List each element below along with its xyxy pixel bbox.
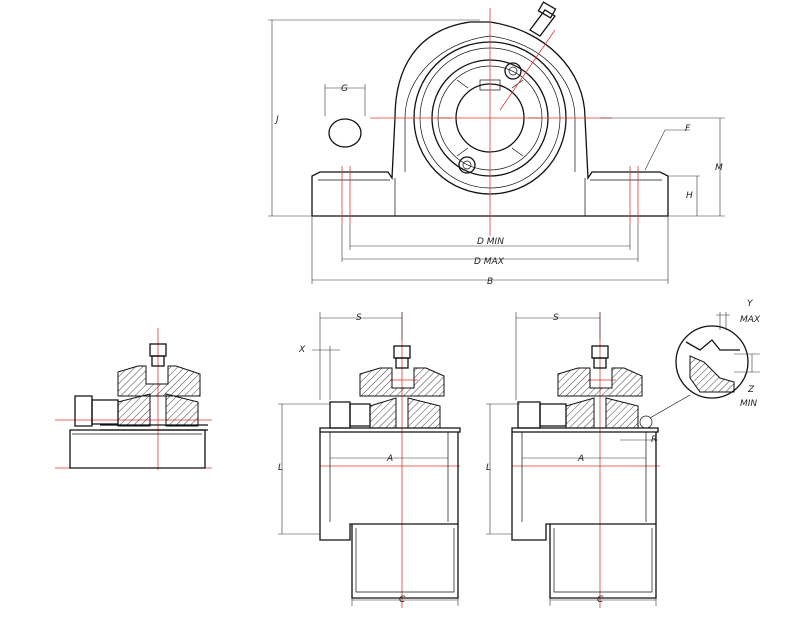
dim-label-c-right: C [597, 595, 604, 605]
dim-label-m: M [715, 163, 723, 173]
dim-label-a-mid: A [386, 454, 393, 464]
dim-label-d-min: D MIN [477, 237, 504, 247]
detail-view: Y MAX Z MIN [649, 299, 761, 419]
mounting-slot [328, 118, 362, 148]
side-section-middle: S X A L C [278, 312, 461, 608]
dim-label-x: X [298, 345, 306, 355]
dim-label-l-mid: L [278, 463, 283, 473]
side-section-right: S A L C R [486, 312, 660, 608]
dim-label-a-right: A [577, 454, 584, 464]
dim-label-b: B [487, 277, 493, 287]
detail-label-y: Y [747, 299, 754, 309]
dim-label-c-mid: C [399, 595, 406, 605]
front-view: J G M H F D MIN D MAX B [268, 1, 725, 287]
dim-label-h: H [686, 191, 693, 201]
dim-label-l-right: L [486, 463, 491, 473]
detail-label-z-min: MIN [740, 399, 757, 409]
dim-label-f: F [685, 124, 691, 134]
dim-label-g: G [341, 84, 348, 94]
side-section-left [55, 328, 212, 470]
dim-label-s-right: S [553, 313, 559, 323]
dim-label-s-mid: S [356, 313, 362, 323]
dim-label-d-max: D MAX [474, 257, 505, 267]
detail-label-z: Z [747, 385, 755, 395]
dim-label-r: R [651, 435, 657, 445]
dim-label-j: J [274, 115, 279, 125]
detail-label-y-max: MAX [740, 315, 761, 325]
